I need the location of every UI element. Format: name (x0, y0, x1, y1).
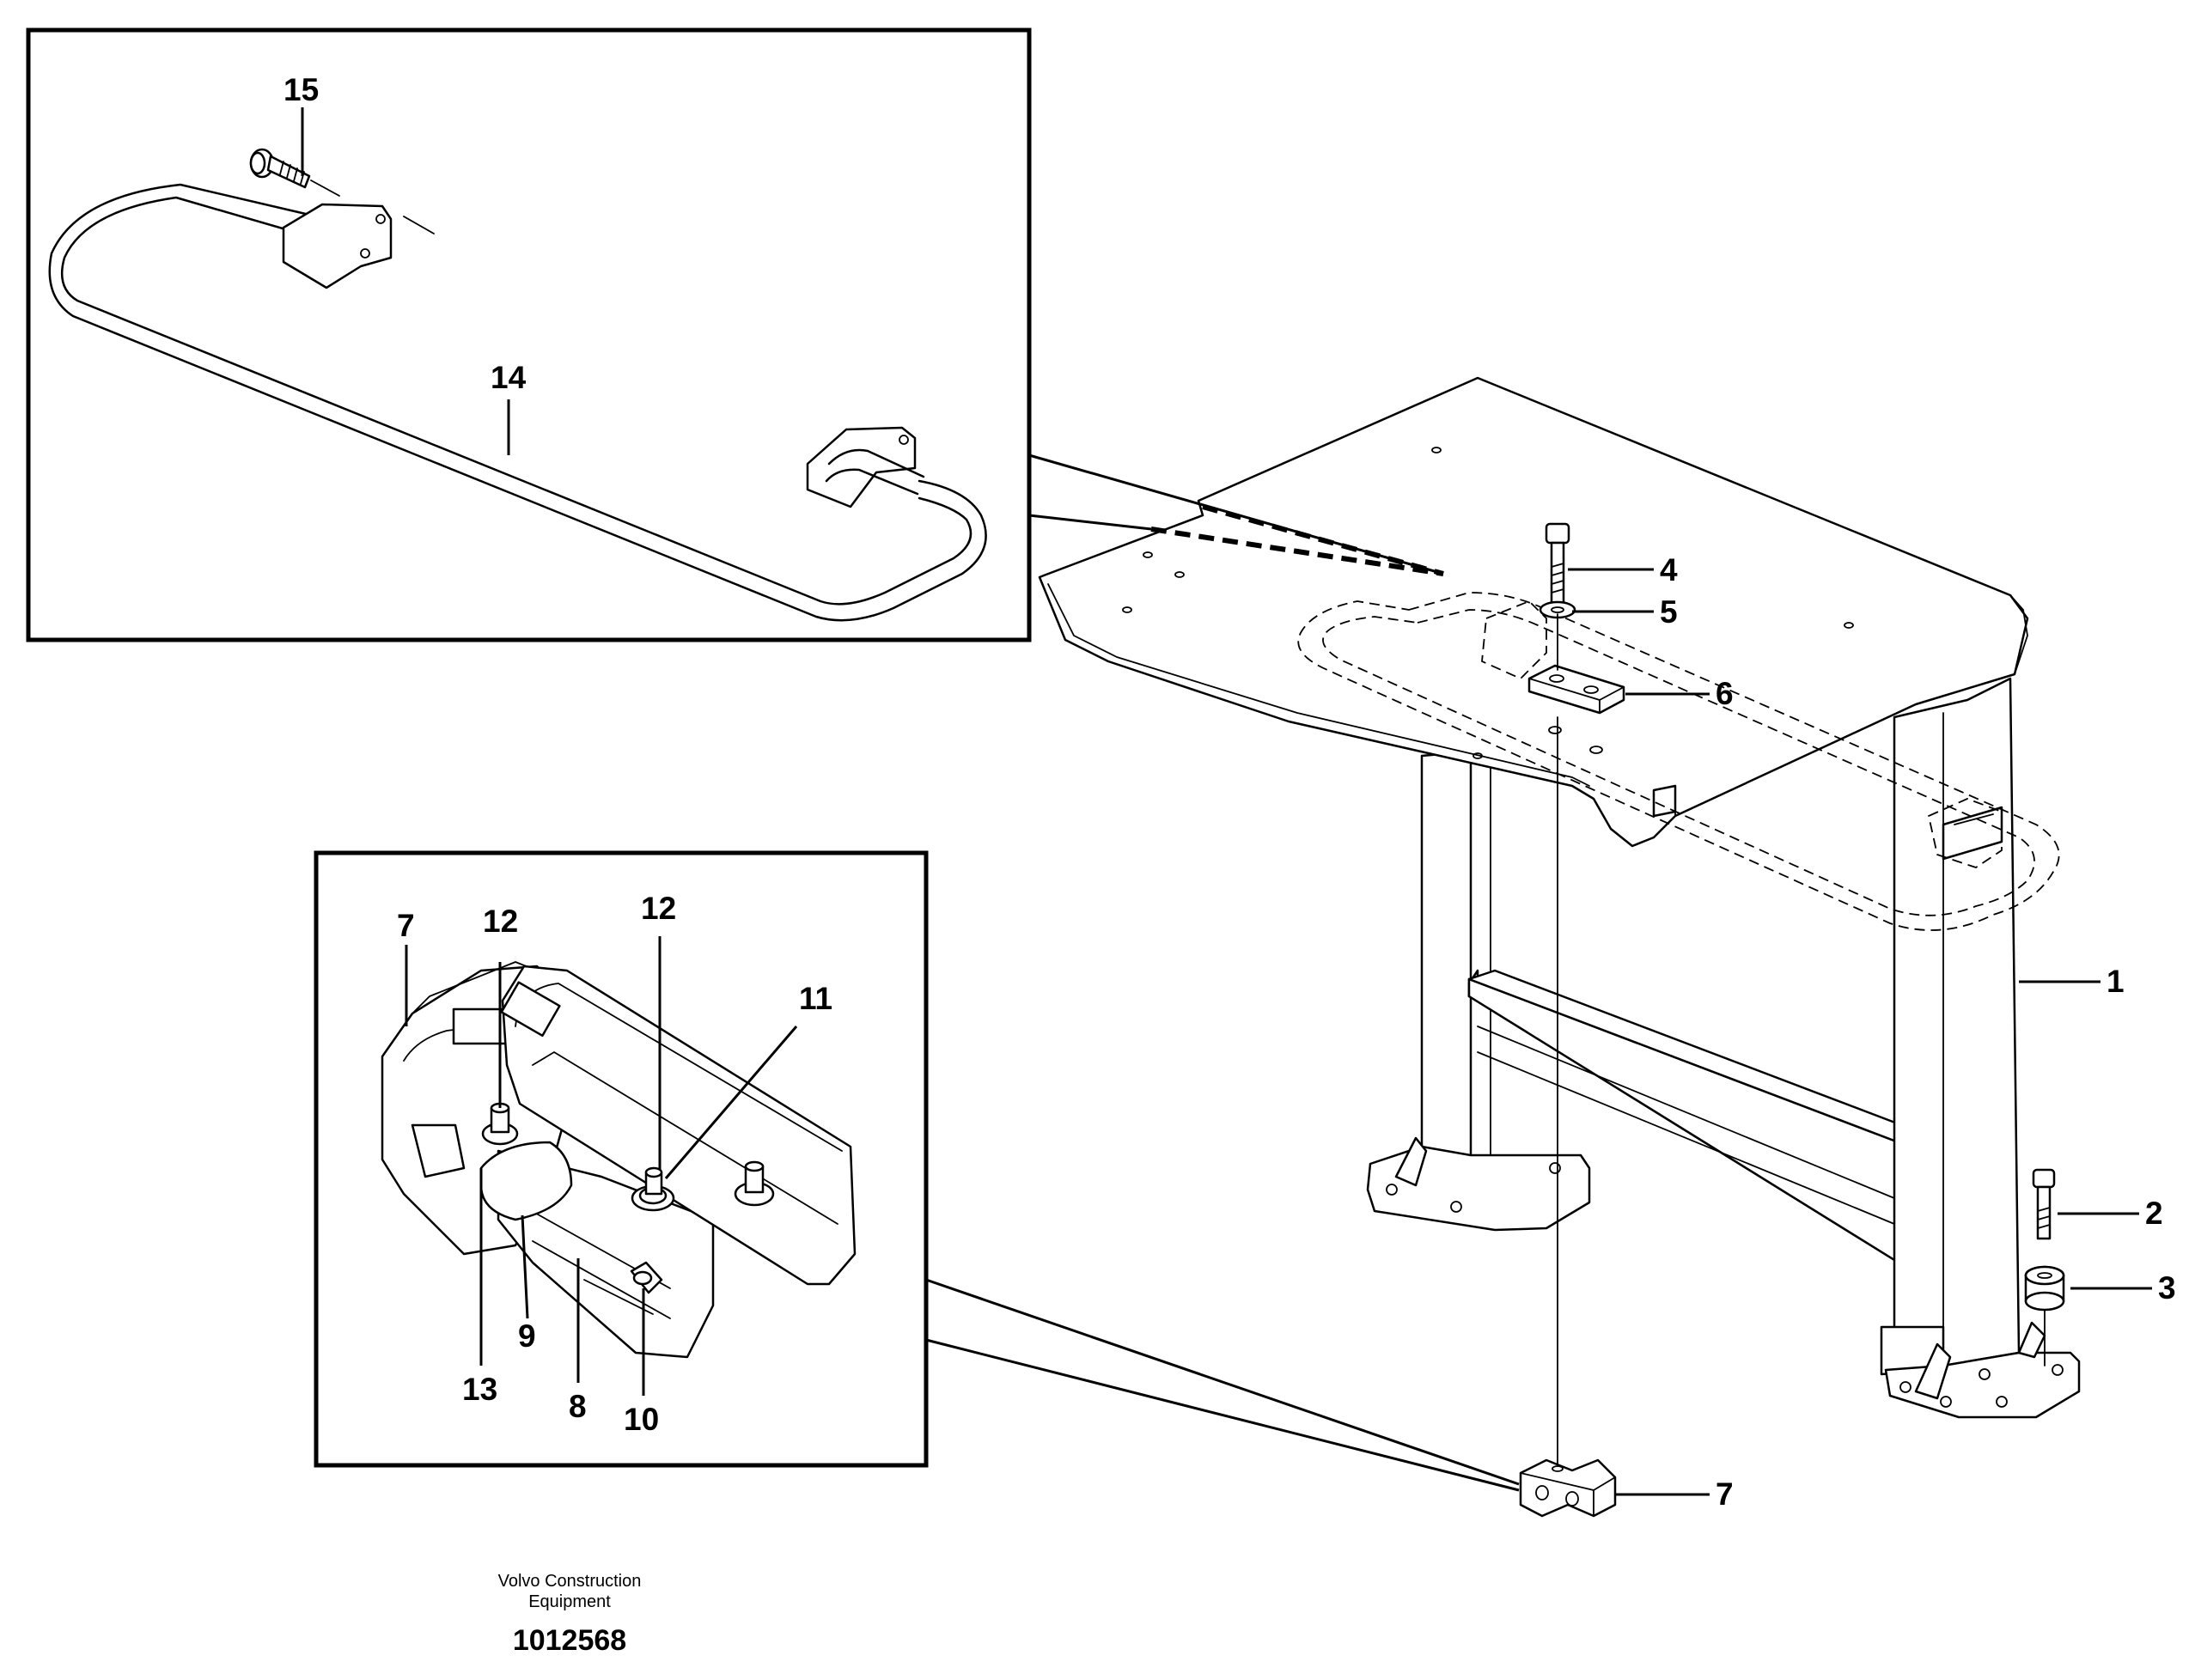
callout-13: 13 (462, 1372, 497, 1407)
callout-10: 10 (624, 1402, 659, 1437)
callout-6: 6 (1716, 676, 1734, 711)
callout-2: 2 (2145, 1196, 2163, 1231)
callout-12-left: 12 (483, 904, 518, 939)
bracket-7 (1519, 1458, 1617, 1518)
callout-7-main: 7 (1716, 1476, 1734, 1512)
footer-company-line1: Volvo Construction (498, 1572, 642, 1591)
grease-nipple-10 (630, 1261, 663, 1294)
grease-nipple-12-right (734, 1160, 775, 1207)
callout-7-detail: 7 (397, 908, 415, 943)
seat-stand-assembly (1038, 376, 2081, 1518)
callout-labels: 1 2 3 4 5 6 7 7 8 9 10 11 12 12 13 14 15 (284, 72, 2176, 1512)
left-leg (1366, 750, 1591, 1232)
callout-1: 1 (2107, 964, 2125, 999)
callout-3: 3 (2158, 1270, 2176, 1306)
bolt-4 (1545, 522, 1570, 606)
spacer-3 (2024, 1265, 2065, 1312)
footer: Volvo Construction Equipment 1012568 (498, 1572, 642, 1657)
callout-14: 14 (491, 360, 527, 395)
callout-5: 5 (1660, 594, 1678, 630)
plate-6 (1527, 664, 1625, 715)
bolt-15 (249, 148, 340, 197)
footer-company-line2: Equipment (528, 1592, 611, 1611)
drawing-number: 1012568 (513, 1624, 626, 1657)
grease-nipple-12-left (481, 1102, 519, 1146)
leader-lines (301, 107, 2152, 1496)
detail-frame-handrail (26, 27, 1032, 642)
callout-9: 9 (518, 1318, 536, 1354)
right-leg (1880, 677, 2081, 1419)
callout-8: 8 (569, 1389, 587, 1424)
connector-lower (925, 1278, 1520, 1492)
bolt-2 (2032, 1168, 2056, 1240)
connector-upper (1028, 453, 1444, 576)
grease-nipple-11 (631, 1166, 675, 1212)
callout-11: 11 (799, 981, 832, 1016)
phantom-handrail-outline (1297, 592, 2060, 931)
cross-beam (1467, 969, 1926, 1264)
callout-15: 15 (284, 72, 319, 107)
callout-12-right: 12 (641, 891, 676, 926)
seat-top-plate (1038, 376, 2029, 848)
detail-frame-bracket (314, 850, 929, 1468)
callout-4: 4 (1660, 552, 1678, 587)
